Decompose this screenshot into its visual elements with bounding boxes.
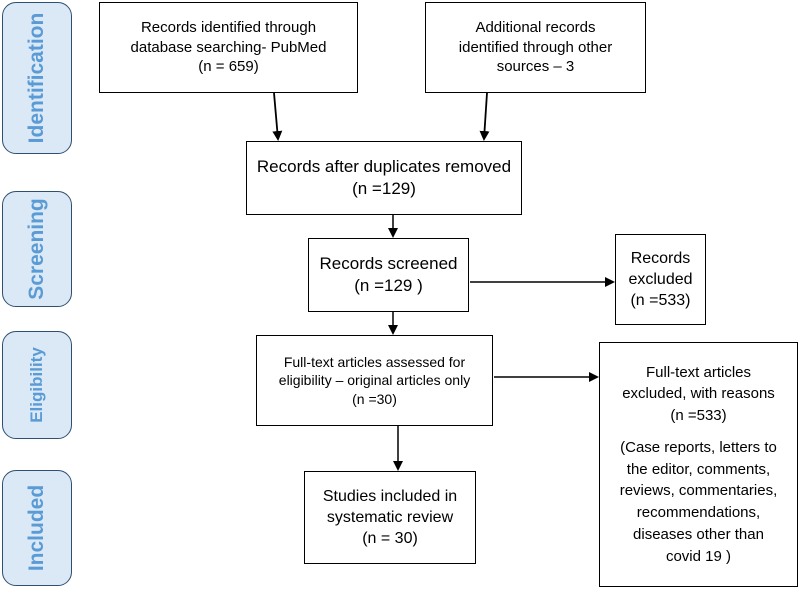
database-records-count: (n = 659) (198, 58, 259, 76)
included-studies-box: Studies included in systematic review (n… (304, 471, 476, 564)
exclusion-reason-line-1: (Case reports, letters to (620, 438, 777, 456)
arrow-other-to-duplicates (479, 92, 490, 141)
records-screened-box: Records screened (n =129 ) (308, 238, 469, 312)
other-records-line-3: sources – 3 (496, 58, 575, 76)
full-text-assessed-line-2: eligibility – original articles only (278, 372, 471, 389)
full-text-assessed-line-1: Full-text articles assessed for (283, 353, 466, 370)
full-text-assessed-count: (n =30) (352, 390, 397, 407)
full-text-assessed-box: Full-text articles assessed for eligibil… (256, 335, 493, 426)
exclusion-reason-line-3: reviews, commentaries, (619, 482, 778, 500)
stage-included: Included (2, 470, 72, 586)
records-excluded-line-1: Records (630, 249, 691, 267)
records-screened-count: (n =129 ) (354, 276, 423, 295)
duplicates-removed-count: (n =129) (352, 179, 416, 198)
stage-eligibility: Eligibility (2, 331, 72, 439)
stage-identification: Identification (2, 2, 72, 154)
other-records-line-1: Additional records (475, 18, 596, 36)
included-studies-line-1: Studies included in (322, 487, 458, 505)
included-studies-line-2: systematic review (326, 508, 454, 526)
exclusion-reason-line-6: covid 19 ) (665, 547, 732, 565)
stage-screening: Screening (2, 191, 72, 307)
exclusion-reason-line-5: diseases other than (633, 525, 764, 543)
records-screened-label: Records screened (319, 253, 458, 273)
full-text-excluded-line-2: excluded, with reasons (622, 385, 775, 403)
other-records-box: Additional records identified through ot… (425, 2, 646, 93)
exclusion-reason-line-2: the editor, comments, (626, 460, 771, 478)
exclusion-reason-line-4: recommendations, (636, 504, 761, 522)
database-records-line-1: Records identified through (140, 18, 317, 36)
records-excluded-count: (n =533) (630, 292, 691, 310)
full-text-excluded-box: Full-text articles excluded, with reason… (599, 342, 798, 587)
other-records-line-2: identified through other (458, 38, 613, 56)
database-records-line-2: database searching- PubMed (130, 38, 327, 56)
records-excluded-box: Records excluded (n =533) (615, 234, 706, 325)
database-records-box: Records identified through database sear… (99, 2, 358, 93)
duplicates-removed-label: Records after duplicates removed (256, 156, 512, 176)
full-text-excluded-line-1: Full-text articles (645, 363, 752, 381)
duplicates-removed-box: Records after duplicates removed (n =129… (246, 141, 522, 215)
arrow-database-to-duplicates (272, 92, 283, 141)
included-studies-count: (n = 30) (362, 530, 418, 548)
full-text-excluded-count: (n =533) (670, 407, 727, 425)
records-excluded-line-2: excluded (628, 270, 693, 288)
